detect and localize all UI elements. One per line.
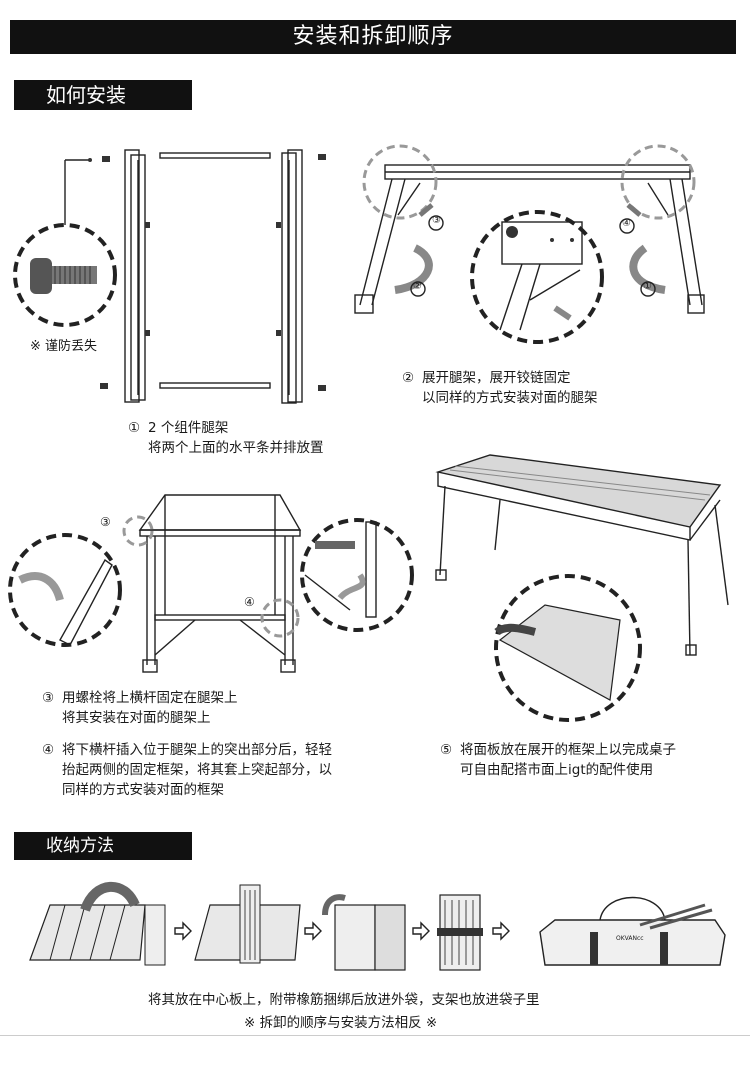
lower-bar [159, 382, 271, 389]
callout-2-upper: ② [413, 281, 422, 292]
section-storage-tag: 收纳方法 [14, 832, 192, 860]
hinge-detail-circle [470, 210, 604, 344]
bottom-divider [0, 1035, 750, 1036]
upper-bar [159, 152, 271, 159]
section-install-tag: 如何安装 [14, 80, 192, 110]
callout-4-upper: ④ [622, 218, 631, 229]
left-leg-frame [124, 149, 150, 403]
panel-stack-4 [437, 894, 483, 971]
screw-icons [88, 154, 326, 391]
panel-stack-1 [29, 881, 166, 966]
page-title: 安装和拆卸顺序 [10, 20, 736, 54]
hinge-circle-left [362, 144, 438, 220]
right-leg-frame [276, 149, 303, 404]
panel-stack-3 [322, 894, 406, 971]
callout-1-upper: ① [643, 281, 652, 292]
callout-3-lower: ③ [100, 515, 111, 529]
crossbar-detail-circle [300, 518, 414, 632]
storage-caption-2: ※ 拆卸的顺序与安装方法相反 ※ [244, 1015, 438, 1031]
panel-stack-2 [194, 884, 301, 964]
screw-detail-circle [13, 223, 117, 327]
hinge-circle-right [620, 144, 696, 220]
carry-bag-icon [539, 896, 726, 966]
callout-4-lower: ④ [244, 595, 255, 609]
callout-3-upper: ③ [432, 215, 441, 226]
thumb-screw-icon [30, 258, 97, 294]
panel-detail-circle [494, 574, 642, 722]
bolt-detail-circle [8, 533, 122, 647]
arrow-right-icon [174, 921, 192, 941]
storage-caption-1: 将其放在中心板上，附带橡筋捆绑后放进外袋，支架也放进袋子里 [148, 992, 540, 1008]
note-lost: ※ 谨防丢失 [30, 339, 98, 354]
bag-brand-label: OKVANcc [616, 935, 644, 942]
